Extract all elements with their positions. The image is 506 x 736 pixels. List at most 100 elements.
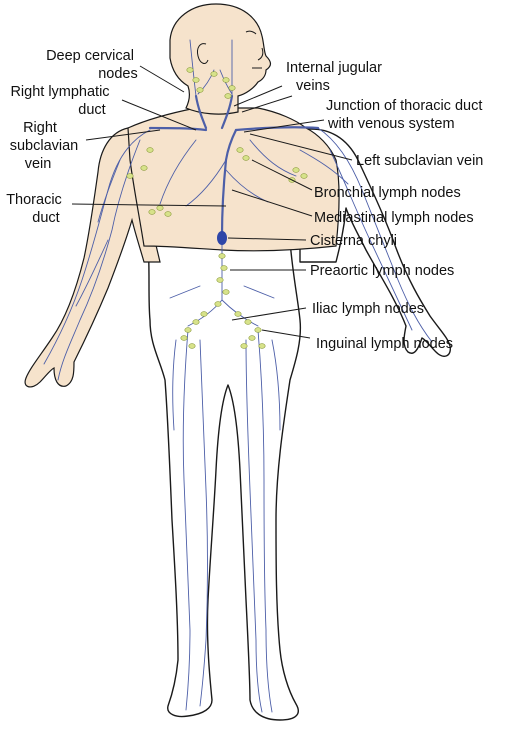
right-subclavian-vein <box>148 126 208 132</box>
ear <box>197 43 209 64</box>
lymph-vessel-26 <box>271 339 281 431</box>
lymph-vessel-13 <box>249 139 297 177</box>
lymph-node-21 <box>216 277 224 283</box>
lymph-node-8 <box>146 147 154 153</box>
lymph-vessel-4 <box>219 69 233 95</box>
leader-left-subclavian <box>249 133 353 161</box>
lymph-node-13 <box>148 209 156 215</box>
lymph-vessel-24 <box>257 329 273 713</box>
leader-cisterna <box>227 237 307 241</box>
lymph-node-14 <box>292 167 300 173</box>
lymph-vessel-11 <box>299 149 349 185</box>
lymph-vessel-7 <box>97 159 121 223</box>
lymph-node-4 <box>222 77 230 83</box>
label-preaortic: Preaortic lymph nodes <box>310 263 454 279</box>
lymph-vessel-21 <box>182 329 191 711</box>
lymph-node-18 <box>242 155 250 161</box>
label-iliac: Iliac lymph nodes <box>312 301 424 317</box>
lymph-node-22 <box>222 289 230 295</box>
upper-torso <box>127 107 340 252</box>
lymph-node-28 <box>244 319 252 325</box>
internal-jugular-vein-left <box>220 94 234 130</box>
lymph-node-17 <box>236 147 244 153</box>
lymph-vessel-19 <box>169 285 201 299</box>
lymph-vessel-12 <box>159 139 197 205</box>
lymph-node-29 <box>254 327 262 333</box>
lymph-node-1 <box>186 67 194 73</box>
label-right-lymphatic-2: duct <box>78 102 105 118</box>
label-internal-jugular-1: Internal jugular <box>286 60 382 76</box>
lymph-node-9 <box>140 165 148 171</box>
lymph-vessel-22 <box>199 339 208 707</box>
label-bronchial: Bronchial lymph nodes <box>314 185 461 201</box>
leader-right-lymphatic <box>121 99 197 131</box>
leader-bronchial <box>251 159 313 191</box>
lymph-node-24 <box>200 311 208 317</box>
leader-mediastinal <box>231 189 313 217</box>
label-thoracic-duct-1: Thoracic <box>6 192 62 208</box>
label-junction-2: with venous system <box>327 116 455 132</box>
leader-internal-jugular-2 <box>241 95 293 113</box>
lymph-vessel-14 <box>185 159 227 207</box>
label-internal-jugular-2: veins <box>296 78 330 94</box>
lymph-vessel-9 <box>317 127 433 343</box>
leader-inguinal <box>261 329 311 339</box>
lymph-node-6 <box>224 93 232 99</box>
lymph-node-27 <box>234 311 242 317</box>
label-deep-cervical-2: nodes <box>98 66 138 82</box>
eyebrow <box>245 30 257 35</box>
thoracic-duct <box>220 128 238 238</box>
label-left-subclavian: Left subclavian vein <box>356 153 483 169</box>
label-cisterna: Cisterna chyli <box>310 233 397 249</box>
label-deep-cervical-1: Deep cervical <box>46 48 134 64</box>
lymph-node-19 <box>218 253 226 259</box>
right-arm <box>24 127 161 388</box>
lymph-node-12 <box>164 211 172 217</box>
lymph-vessel-8 <box>75 239 109 307</box>
lymph-node-33 <box>258 343 266 349</box>
lymph-vessel-23 <box>172 339 177 431</box>
lymph-node-3 <box>196 87 204 93</box>
leader-lines <box>71 65 353 339</box>
label-thoracic-duct-2: duct <box>32 210 59 226</box>
lymph-node-11 <box>156 205 164 211</box>
leader-internal-jugular <box>233 85 283 107</box>
lymph-node-25 <box>192 319 200 325</box>
leader-iliac <box>231 307 307 321</box>
lymph-vessel-6 <box>57 139 141 381</box>
lymph-node-10 <box>126 173 134 179</box>
lymphatic-vessels <box>43 39 433 713</box>
label-inguinal: Inguinal lymph nodes <box>316 336 453 352</box>
lymph-node-30 <box>180 335 188 341</box>
cisterna-chyli-mark <box>217 231 227 245</box>
lymph-node-5 <box>228 85 236 91</box>
lymph-node-34 <box>240 343 248 349</box>
lymph-vessel-25 <box>245 339 263 713</box>
lymph-vessel-10 <box>329 149 413 331</box>
lymph-node-32 <box>248 335 256 341</box>
leader-junction <box>243 119 325 133</box>
lymph-vessel-20 <box>243 285 275 299</box>
lower-body <box>147 239 302 721</box>
leader-thoracic-duct <box>71 203 227 207</box>
label-right-subclavian-1: Right <box>23 120 57 136</box>
internal-jugular-vein-right <box>194 94 208 130</box>
lymph-node-26 <box>184 327 192 333</box>
lymph-node-20 <box>220 265 228 271</box>
lymph-node-7 <box>210 71 218 77</box>
leader-right-subclavian <box>85 129 161 141</box>
lymph-node-23 <box>214 301 222 307</box>
lymph-node-31 <box>188 343 196 349</box>
lymph-vessel-5 <box>43 129 151 365</box>
leader-deep-cervical <box>139 65 185 93</box>
lymph-node-2 <box>192 77 200 83</box>
label-mediastinal: Mediastinal lymph nodes <box>314 210 474 226</box>
label-junction-1: Junction of thoracic duct <box>326 98 482 114</box>
lymph-node-15 <box>300 173 308 179</box>
label-right-subclavian-3: vein <box>25 156 52 172</box>
label-right-lymphatic-1: Right lymphatic <box>10 84 109 100</box>
label-right-subclavian-2: subclavian <box>10 138 79 154</box>
lymph-nodes <box>126 67 308 349</box>
labels: Deep cervical nodes Right lymphatic duct… <box>6 48 483 352</box>
